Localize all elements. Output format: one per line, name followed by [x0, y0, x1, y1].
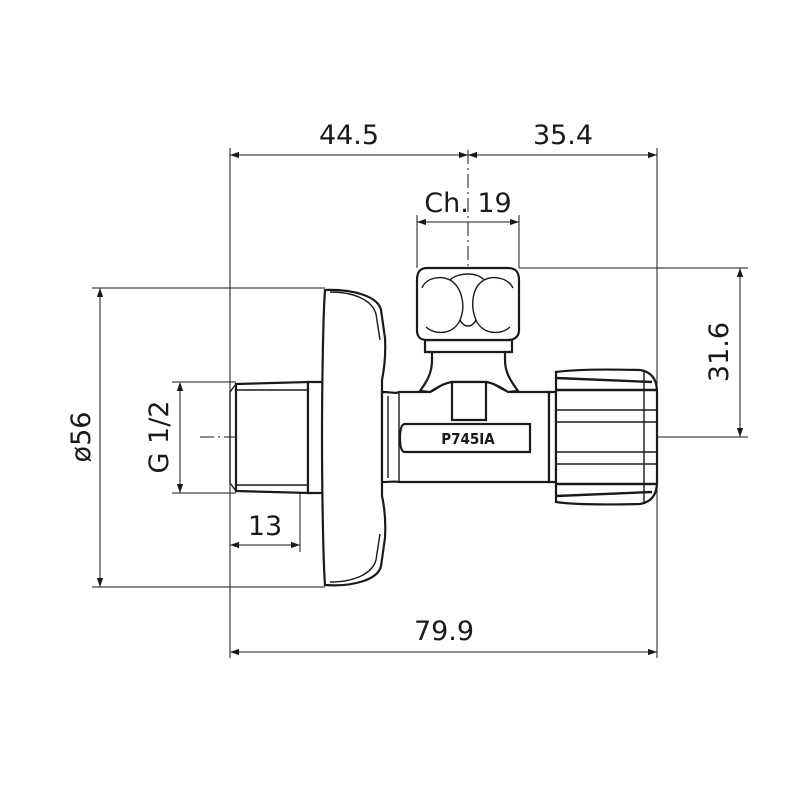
extension-lines — [92, 148, 748, 658]
dimension-labels: 44.5 35.4 Ch. 19 31.6 ø56 G 1/2 13 79.9 … — [66, 120, 735, 647]
dim-35-4: 35.4 — [533, 120, 593, 151]
hex-nut — [415, 266, 521, 342]
threaded-inlet — [229, 380, 310, 495]
spindle-stem — [417, 338, 521, 422]
outlet-nut — [547, 368, 659, 506]
dim-44-5: 44.5 — [319, 120, 379, 151]
dim-31-6: 31.6 — [704, 322, 735, 382]
dim-13: 13 — [248, 511, 282, 542]
dim-diameter: ø56 — [66, 412, 97, 463]
marking-plate — [398, 422, 532, 454]
dim-key-size: Ch. 19 — [424, 188, 512, 219]
dim-79-9: 79.9 — [414, 616, 474, 647]
valve-body — [229, 266, 659, 587]
dimension-lines — [96, 151, 744, 656]
dim-thread: G 1/2 — [144, 401, 175, 474]
flange — [320, 288, 387, 587]
part-marking: P745IA — [441, 430, 495, 448]
